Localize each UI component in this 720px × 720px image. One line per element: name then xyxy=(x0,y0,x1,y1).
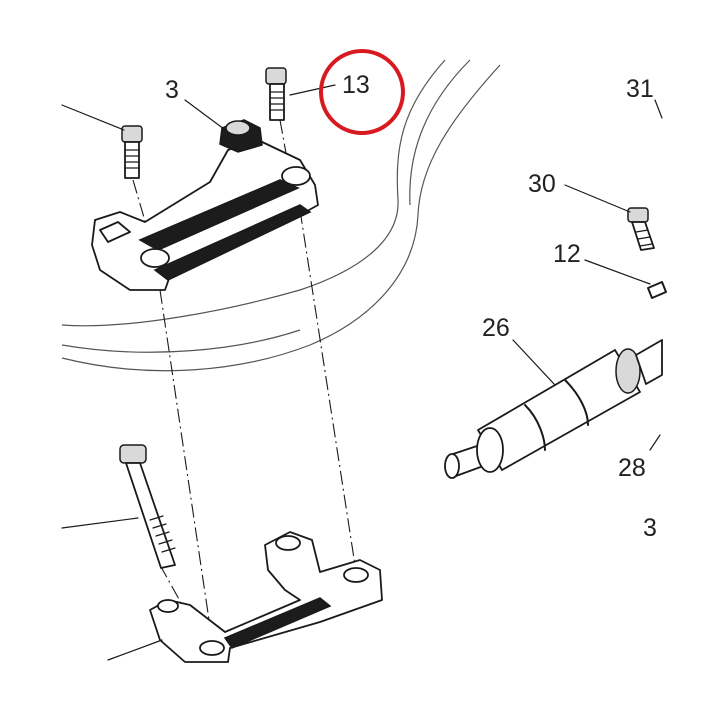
bolt-upper-left xyxy=(121,125,143,179)
bolt-upper-right xyxy=(265,67,287,121)
lower-clamp xyxy=(149,531,383,663)
bolt-lower-long xyxy=(119,444,176,569)
label-part-30: 30 xyxy=(528,170,556,198)
label-part-3: 3 xyxy=(165,76,179,104)
shaft-26 xyxy=(444,339,663,479)
label-part-12: 12 xyxy=(553,240,581,268)
label-part-26: 26 xyxy=(482,314,510,342)
label-part-28: 28 xyxy=(618,454,646,482)
highlight-circle xyxy=(319,49,405,135)
label-part-13: 13 xyxy=(342,71,370,99)
washer-12 xyxy=(647,281,667,299)
label-part-31: 31 xyxy=(626,75,654,103)
label-part-3-lower: 3 xyxy=(643,514,657,542)
bolt-30 xyxy=(627,207,655,251)
upper-clamp xyxy=(91,119,319,291)
leader-lines xyxy=(61,84,663,661)
